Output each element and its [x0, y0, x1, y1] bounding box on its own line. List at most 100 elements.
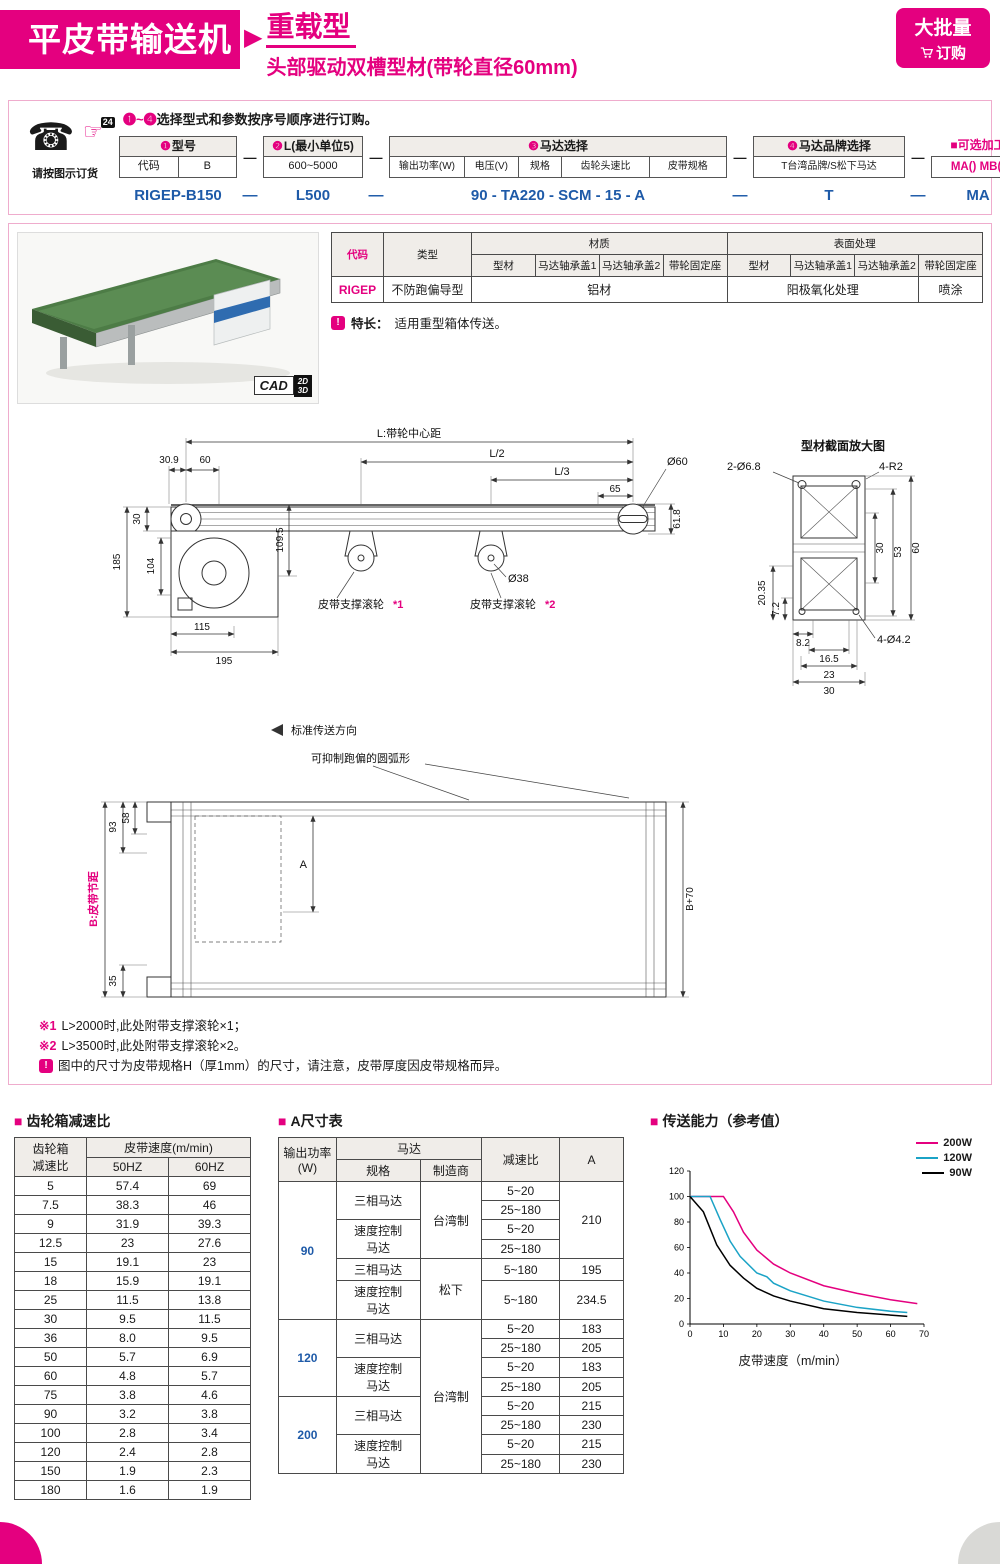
- note-2-text: L>3500时,此处附带支撑滚轮×2。: [61, 1039, 247, 1053]
- alert-icon: !: [39, 1059, 53, 1073]
- order-group-optional: ■可选加工 MA() MB() MA: [931, 136, 1000, 204]
- table-cell: 215: [559, 1396, 624, 1416]
- dash: —: [733, 149, 747, 165]
- table-cell: 5~180: [481, 1280, 561, 1320]
- x-tick-label: 60: [886, 1329, 896, 1339]
- table-cell: 25~180: [481, 1200, 561, 1220]
- note-2-mark: ※2: [39, 1039, 57, 1053]
- type-label: 重载型: [266, 11, 357, 48]
- table-cell: 12.5: [14, 1233, 87, 1253]
- table-cell: 234.5: [559, 1280, 624, 1320]
- dim-label-sect-53: 53: [893, 546, 904, 558]
- table-cell: 三相马达: [335, 1181, 421, 1220]
- x-tick-label: 10: [718, 1329, 728, 1339]
- dash: —: [369, 149, 383, 165]
- table-cell: 5~20: [481, 1396, 561, 1416]
- drawing-notes: ※1 L>2000时,此处附带支撑滚轮×1； ※2 L>3500时,此处附带支撑…: [39, 1016, 983, 1076]
- x-tick-label: 50: [852, 1329, 862, 1339]
- dim-label-dia38: Ø38: [508, 573, 529, 585]
- legend-label: 200W: [943, 1137, 972, 1149]
- badge-line2-text: 订购: [935, 45, 966, 62]
- x-tick-label: 20: [752, 1329, 762, 1339]
- column-header: 马达轴承盖1: [790, 254, 856, 277]
- badge-line1: 大批量: [914, 18, 972, 39]
- dim-label-7-2: 7.2: [771, 602, 782, 616]
- series-90W: [689, 1196, 908, 1318]
- table-cell: 120: [14, 1442, 87, 1462]
- square-marker: ■: [14, 1113, 23, 1129]
- pointing-hand-icon: ☞: [83, 119, 103, 144]
- table-cell: 150: [14, 1461, 87, 1481]
- example-motor: 90 - TA220 - SCM - 15 - A: [470, 187, 646, 204]
- circled-2: ❷: [272, 139, 283, 153]
- legend-swatch: [922, 1172, 945, 1174]
- column-header: 马达轴承盖2: [598, 254, 664, 277]
- table-row: 25~180: [279, 1200, 624, 1220]
- square-marker: ■: [278, 1113, 287, 1129]
- gear-heading: ■齿轮箱减速比: [14, 1111, 252, 1131]
- table-cell: 25~180: [481, 1338, 561, 1358]
- dim-label-4r2: 4-R2: [879, 461, 903, 473]
- table-cell: 铝材: [471, 276, 728, 303]
- phone-caption: 请按图示订货: [32, 168, 98, 180]
- table-cell: 9.5: [86, 1309, 169, 1329]
- model-title: 型号: [171, 139, 196, 153]
- motor-col-ratio: 齿轮头速比: [561, 157, 648, 177]
- table-cell: 25~180: [481, 1376, 561, 1397]
- table-cell: 180: [14, 1480, 87, 1500]
- legend-label: 120W: [943, 1152, 972, 1164]
- order-group-motor: ❸马达选择 输出功率(W) 电压(V) 规格 齿轮头速比 皮带规格 90 - T…: [389, 136, 727, 204]
- table-cell: 25~180: [481, 1238, 561, 1259]
- dim-label-185: 185: [112, 553, 123, 570]
- y-tick-label: 40: [674, 1268, 684, 1278]
- cross-section-view: 型材截面放大图 2-Ø6.8 4-R2: [727, 438, 922, 697]
- x-tick-label: 40: [819, 1329, 829, 1339]
- page-title-text: 平皮带输送机: [28, 21, 232, 58]
- brand-options: T台湾品牌/S松下马达: [781, 160, 877, 172]
- table-cell: 120: [278, 1319, 337, 1397]
- table-cell: 不防跑偏导型: [383, 276, 472, 303]
- roller-label-1: 皮带支撑滚轮: [318, 597, 384, 611]
- page-header: 平皮带输送机 ▶ 重载型 头部驱动双槽型材(带轮直径60mm) 大批量 订购: [0, 0, 1000, 96]
- legend-swatch: [916, 1142, 939, 1144]
- roller-mark-1: *1: [393, 599, 403, 611]
- column-header: 规格: [335, 1159, 421, 1182]
- length-range: 600~5000: [288, 160, 338, 173]
- cad-3d: 3D: [297, 385, 308, 395]
- table-cell: 5: [14, 1176, 87, 1196]
- legend-item: 90W: [916, 1167, 972, 1179]
- order-dash: — —: [237, 136, 263, 205]
- table-cell: 速度控制 马达: [335, 1434, 421, 1474]
- header-subtitle-block: 重载型 头部驱动双槽型材(带轮直径60mm): [266, 11, 578, 80]
- column-header: 50HZ: [86, 1157, 169, 1177]
- cad-2d3d-label: 2D 3D: [293, 374, 312, 397]
- column-header: 材质: [471, 232, 728, 255]
- table-cell: 速度控制 马达: [335, 1357, 421, 1397]
- table-cell: 3.2: [86, 1404, 169, 1424]
- table-cell: 50: [14, 1347, 87, 1367]
- table-cell: 23: [86, 1233, 169, 1253]
- chart-heading: ■传送能力（参考值）: [650, 1111, 986, 1131]
- table-cell: 5~20: [481, 1319, 561, 1339]
- side-view: L:带轮中心距 L/2 L/3 65 Ø60 3: [112, 426, 688, 667]
- brand-title: 马达品牌选择: [798, 139, 871, 153]
- table-cell: 5.7: [168, 1366, 251, 1386]
- dim-label-115: 115: [194, 622, 210, 633]
- table-cell: 2.3: [168, 1461, 251, 1481]
- table-cell: 69: [168, 1176, 251, 1196]
- table-cell: 阳极氧化处理: [726, 276, 920, 303]
- feature-note: ! 特长： 适用重型箱体传送。: [331, 313, 983, 332]
